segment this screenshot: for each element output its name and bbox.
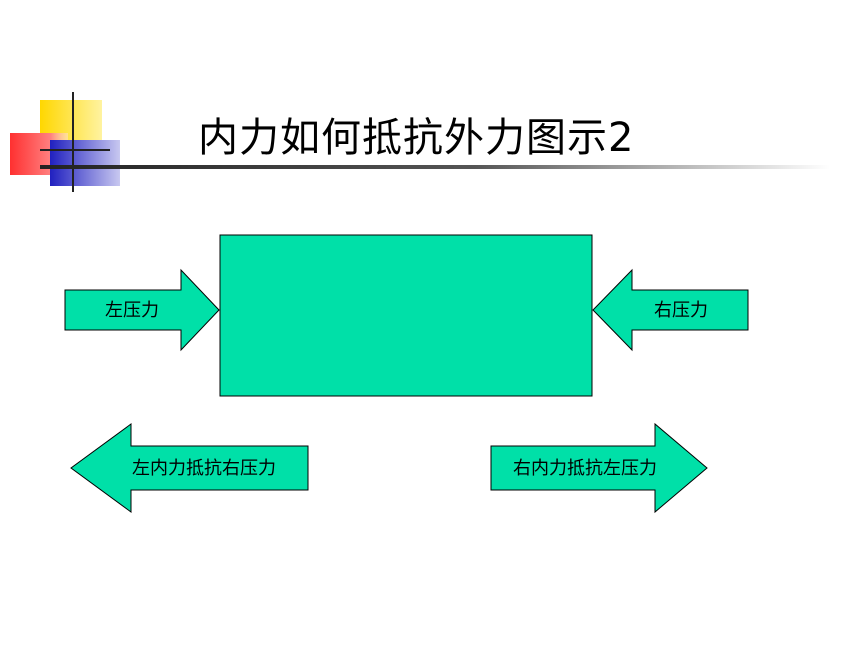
right-internal-force-label: 右内力抵抗左压力 — [513, 458, 657, 479]
left-pressure-label: 左压力 — [105, 300, 159, 321]
left-pressure-arrow: 左压力 — [64, 268, 220, 352]
left-internal-force-arrow-shape — [70, 423, 309, 513]
deco-blue-square — [50, 140, 120, 186]
corner-logo-decoration — [10, 92, 120, 192]
title-underline — [40, 165, 830, 169]
page-title: 内力如何抵抗外力图示2 — [198, 115, 635, 161]
right-pressure-label: 右压力 — [654, 300, 708, 321]
left-internal-force-label: 左内力抵抗右压力 — [132, 458, 276, 479]
left-pressure-arrow-shape — [64, 268, 220, 352]
right-pressure-arrow-shape — [592, 268, 749, 352]
right-internal-force-arrow-shape — [490, 422, 708, 514]
right-internal-force-arrow: 右内力抵抗左压力 — [490, 422, 708, 514]
central-block — [219, 234, 593, 397]
left-internal-force-arrow: 左内力抵抗右压力 — [70, 423, 309, 513]
right-pressure-arrow: 右压力 — [592, 268, 749, 352]
